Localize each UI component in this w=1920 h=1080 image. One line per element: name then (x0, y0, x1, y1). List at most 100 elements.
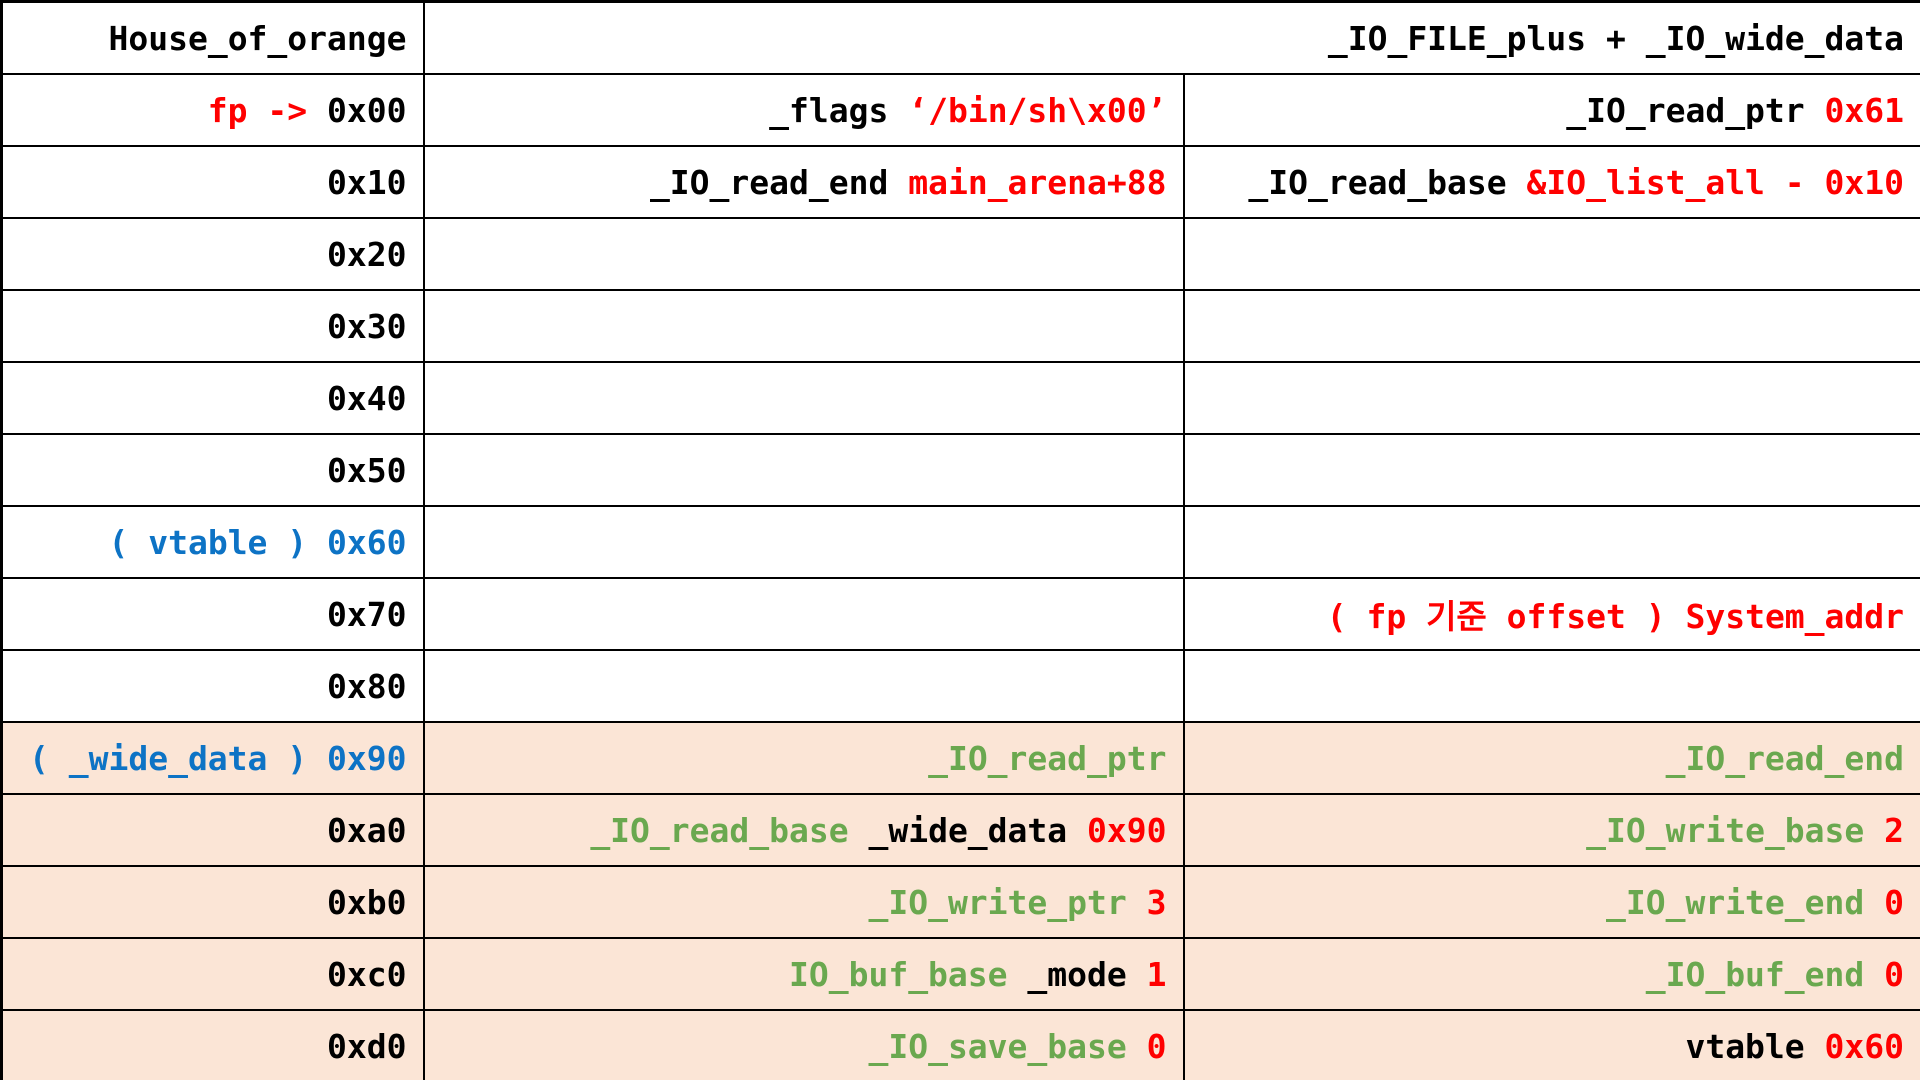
table-row: ( vtable ) 0x60 (0, 505, 1920, 579)
field-cell-left (422, 649, 1185, 723)
field-cell-left: _IO_read_end main_arena+88 (422, 145, 1185, 219)
table-row: 0x40 (0, 361, 1920, 435)
field-cell-right: _IO_buf_end 0 (1182, 937, 1920, 1011)
text-segment: 0xa0 (327, 810, 407, 850)
field-cell-left: _IO_write_ptr 3 (422, 865, 1185, 939)
offset-cell: ( _wide_data ) 0x90 (0, 721, 425, 795)
field-cell-right: _IO_write_base 2 (1182, 793, 1920, 867)
text-segment: _IO_read_base (1248, 162, 1527, 202)
corner-label: House_of_orange (0, 0, 425, 75)
text-segment: ‘/bin/sh\x00’ (908, 90, 1167, 130)
table-title: _IO_FILE_plus + _IO_wide_data (422, 0, 1920, 75)
field-cell-left: _IO_read_ptr (422, 721, 1185, 795)
text-segment: 0x10 (327, 162, 407, 202)
table-row: 0x70 ( fp 기준 offset ) System_addr (0, 577, 1920, 651)
text-segment: 3 (1146, 882, 1167, 922)
text-segment: _wide_data (868, 810, 1088, 850)
text-segment: 0x20 (327, 234, 407, 274)
field-cell-right: _IO_read_base &IO_list_all - 0x10 (1182, 145, 1920, 219)
text-segment: _mode (1027, 954, 1147, 994)
field-cell-left (422, 433, 1185, 507)
text-segment: _IO_read_ptr (1566, 90, 1825, 130)
text-segment: 0x30 (327, 306, 407, 346)
text-segment: &IO_list_all - 0x10 (1526, 162, 1905, 202)
field-cell-left (422, 505, 1185, 579)
text-segment: fp -> (207, 90, 328, 130)
offset-cell: 0x50 (0, 433, 425, 507)
text-segment: _IO_read_base (590, 810, 869, 850)
header-row: House_of_orange_IO_FILE_plus + _IO_wide_… (0, 0, 1920, 75)
field-cell-right (1182, 433, 1920, 507)
offset-cell: fp -> 0x00 (0, 73, 425, 147)
text-segment: 0x60 (1824, 1026, 1905, 1066)
text-segment: _IO_read_end (1665, 738, 1905, 778)
text-segment: _IO_write_end (1605, 882, 1885, 922)
field-cell-left: _IO_read_base _wide_data 0x90 (422, 793, 1185, 867)
field-cell-left (422, 361, 1185, 435)
offset-cell: 0x10 (0, 145, 425, 219)
table-row: 0xa0_IO_read_base _wide_data 0x90_IO_wri… (0, 793, 1920, 867)
text-segment: ( _wide_data ) 0x90 (29, 738, 407, 778)
text-segment: 0x00 (327, 90, 407, 130)
field-cell-right: _IO_read_end (1182, 721, 1920, 795)
text-segment: _IO_buf_end (1645, 954, 1885, 994)
table-row: ( _wide_data ) 0x90 _IO_read_ptr _IO_read_… (0, 721, 1920, 795)
text-segment: ( vtable ) 0x60 (108, 522, 407, 562)
table-row: 0x50 (0, 433, 1920, 507)
text-segment: 0xc0 (327, 954, 407, 994)
text-segment: 0xd0 (327, 1026, 407, 1066)
field-cell-right (1182, 649, 1920, 723)
text-segment: 0xb0 (327, 882, 407, 922)
field-cell-left (422, 577, 1185, 651)
table-row: 0xb0_IO_write_ptr 3_IO_write_end 0 (0, 865, 1920, 939)
offset-cell: 0xd0 (0, 1009, 425, 1080)
field-cell-right: vtable 0x60 (1182, 1009, 1920, 1080)
text-segment: _IO_read_ptr (928, 738, 1167, 778)
text-segment: 0x61 (1824, 90, 1905, 130)
field-cell-right: _IO_write_end 0 (1182, 865, 1920, 939)
text-segment: _IO_write_base (1586, 810, 1885, 850)
text-segment: 0x70 (327, 594, 407, 634)
field-cell-left: IO_buf_base _mode 1 (422, 937, 1185, 1011)
field-cell-right (1182, 217, 1920, 291)
offset-cell: 0xc0 (0, 937, 425, 1011)
text-segment: 1 (1146, 954, 1167, 994)
text-segment: 0x40 (327, 378, 407, 418)
offset-cell: 0x20 (0, 217, 425, 291)
offset-cell: ( vtable ) 0x60 (0, 505, 425, 579)
field-cell-left: _IO_save_base 0 (422, 1009, 1185, 1080)
field-cell-right (1182, 505, 1920, 579)
offset-cell: 0x70 (0, 577, 425, 651)
text-segment: 0x90 (1087, 810, 1167, 850)
text-segment: 2 (1884, 810, 1905, 850)
table-row: fp -> 0x00_flags ‘/bin/sh\x00’_IO_read_p… (0, 73, 1920, 147)
offset-cell: 0xb0 (0, 865, 425, 939)
field-cell-right: _IO_read_ptr 0x61 (1182, 73, 1920, 147)
text-segment: 0x80 (327, 666, 407, 706)
table-row: 0x30 (0, 289, 1920, 363)
text-segment: ( fp 기준 offset ) System_addr (1326, 597, 1905, 636)
text-segment: _IO_write_ptr (868, 882, 1147, 922)
table-row: 0x80 (0, 649, 1920, 723)
field-cell-left (422, 217, 1185, 291)
text-segment: 0 (1146, 1026, 1167, 1066)
text-segment: _IO_save_base (868, 1026, 1147, 1066)
text-segment: 0x50 (327, 450, 407, 490)
offset-cell: 0x80 (0, 649, 425, 723)
offset-cell: 0x40 (0, 361, 425, 435)
text-segment: IO_buf_base (788, 954, 1028, 994)
field-cell-right: ( fp 기준 offset ) System_addr (1182, 577, 1920, 651)
field-cell-left: _flags ‘/bin/sh\x00’ (422, 73, 1185, 147)
table-row: 0x10_IO_read_end main_arena+88_IO_read_b… (0, 145, 1920, 219)
field-cell-right (1182, 289, 1920, 363)
offset-cell: 0x30 (0, 289, 425, 363)
text-segment: vtable (1685, 1026, 1825, 1066)
text-segment: _IO_read_end (649, 162, 909, 202)
text-segment: 0 (1884, 954, 1905, 994)
table-row: 0x20 (0, 217, 1920, 291)
